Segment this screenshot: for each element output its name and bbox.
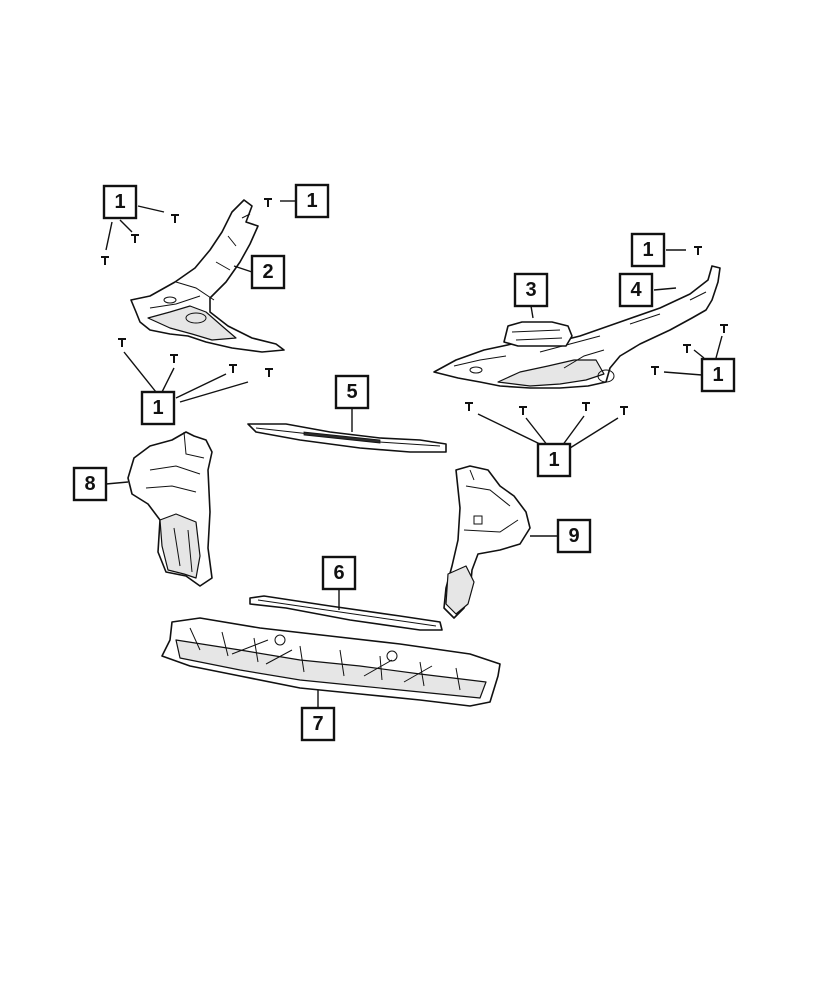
callout-5: 5 xyxy=(334,374,370,410)
push-pin-icon xyxy=(465,402,473,411)
svg-text:6: 6 xyxy=(333,562,344,584)
callout-1-left-lower: 1 xyxy=(140,390,176,426)
svg-text:5: 5 xyxy=(346,381,357,403)
callout-9: 9 xyxy=(556,518,592,554)
part-6-lower-seal xyxy=(249,595,443,631)
part-8-left-air-deflector xyxy=(127,431,213,587)
callout-3: 3 xyxy=(513,272,549,308)
part-2-left-splash-shield xyxy=(130,199,285,353)
svg-text:3: 3 xyxy=(525,279,536,301)
callout-1-top-center: 1 xyxy=(294,183,330,219)
push-pin-icon xyxy=(519,406,527,415)
callout-1-top-right: 1 xyxy=(630,232,666,268)
callout-1-top-left: 1 xyxy=(102,184,138,220)
push-pin-icon xyxy=(720,324,728,333)
svg-text:1: 1 xyxy=(642,239,653,261)
callout-2: 2 xyxy=(250,254,286,290)
part-5-upper-seal xyxy=(247,423,447,453)
callout-6: 6 xyxy=(321,555,357,591)
push-pin-icon xyxy=(582,402,590,411)
svg-text:1: 1 xyxy=(306,190,317,212)
push-pin-icon xyxy=(265,368,273,377)
part-7-lower-air-dam xyxy=(161,617,501,707)
push-pin-icon xyxy=(229,364,237,373)
callout-8: 8 xyxy=(72,466,108,502)
part-9-right-air-deflector xyxy=(443,465,531,619)
callout-1-right: 1 xyxy=(700,357,736,393)
svg-text:8: 8 xyxy=(84,473,95,495)
push-pin-icon xyxy=(170,354,178,363)
push-pin-icon xyxy=(101,256,109,265)
svg-text:7: 7 xyxy=(312,713,323,735)
leader-lines xyxy=(105,200,723,708)
push-pin-icon xyxy=(620,406,628,415)
part-3-bracket xyxy=(503,321,573,347)
part-4-right-splash-shield xyxy=(433,265,721,389)
callouts: 1 1 2 1 5 8 1 4 xyxy=(72,183,736,742)
svg-text:1: 1 xyxy=(114,191,125,213)
svg-text:1: 1 xyxy=(152,397,163,419)
svg-text:1: 1 xyxy=(548,449,559,471)
svg-text:1: 1 xyxy=(712,364,723,386)
callout-1-right-lower: 1 xyxy=(536,442,572,478)
push-pin-icon xyxy=(264,198,272,207)
push-pin-icon xyxy=(118,338,126,347)
push-pin-icon xyxy=(171,214,179,223)
push-pin-icon xyxy=(694,246,702,255)
fasteners xyxy=(101,198,728,415)
svg-text:4: 4 xyxy=(630,279,642,301)
push-pin-icon xyxy=(683,344,691,353)
push-pin-icon xyxy=(131,234,139,243)
push-pin-icon xyxy=(651,366,659,375)
svg-text:9: 9 xyxy=(568,525,579,547)
callout-4: 4 xyxy=(618,272,654,308)
svg-text:2: 2 xyxy=(262,261,273,283)
callout-7: 7 xyxy=(300,706,336,742)
